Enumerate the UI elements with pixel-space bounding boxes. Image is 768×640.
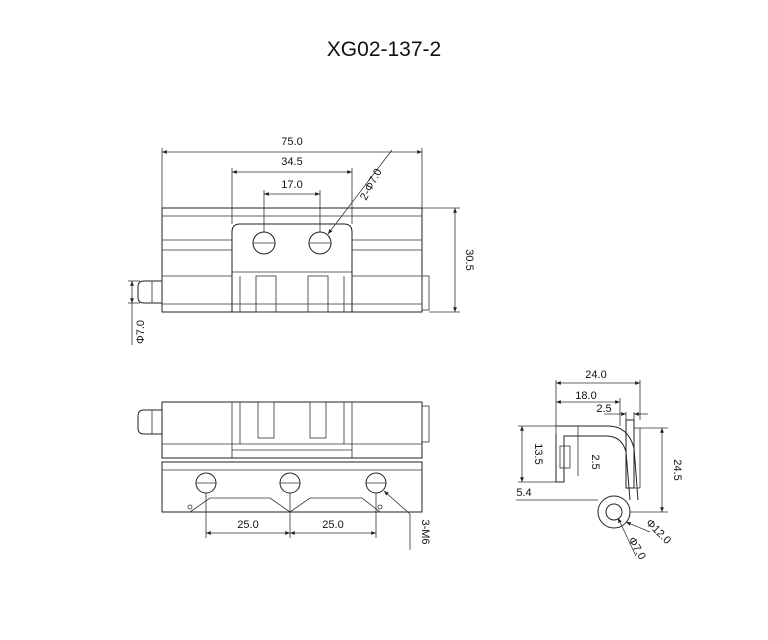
- dim-bottom-pitch-2: 25.0: [322, 519, 343, 531]
- dim-top-hole-outer: 34.5: [281, 156, 302, 168]
- dim-bottom-pitch-1: 25.0: [237, 519, 258, 531]
- dim-side-inner: 18.0: [575, 390, 596, 402]
- dim-side-small: 2.5: [596, 403, 611, 415]
- dim-side-width: 24.0: [585, 369, 606, 381]
- dim-top-hole-spacing: 17.0: [281, 179, 302, 191]
- side-view: 24.0 18.0 2.5 13.5 2.5 24.5 5.4 Φ12.0 Φ7…: [516, 369, 683, 562]
- dim-side-barrel: Φ12.0: [643, 517, 673, 547]
- dim-side-mid: 2.5: [589, 454, 601, 469]
- dim-top-hole-callout: 2-Φ7.0: [358, 167, 384, 203]
- dim-side-offset: 5.4: [516, 487, 531, 499]
- side-pin: [605, 503, 623, 521]
- dim-top-height: 30.5: [463, 249, 475, 270]
- dim-side-left-height: 13.5: [532, 443, 544, 464]
- drawing-title: XG02-137-2: [326, 38, 442, 61]
- dim-side-pin: Φ7.0: [625, 535, 647, 562]
- side-barrel: [597, 495, 631, 529]
- dim-pin-diameter: Φ7.0: [135, 320, 147, 344]
- front-view: 25.0 25.0 3-M6: [137, 401, 431, 550]
- top-view: 75.0 34.5 17.0 2-Φ7.0 30.5 Φ7.0: [128, 136, 475, 345]
- dim-bottom-thread-callout: 3-M6: [419, 519, 431, 544]
- dim-side-right-height: 24.5: [671, 459, 683, 480]
- dim-top-overall-width: 75.0: [281, 136, 302, 148]
